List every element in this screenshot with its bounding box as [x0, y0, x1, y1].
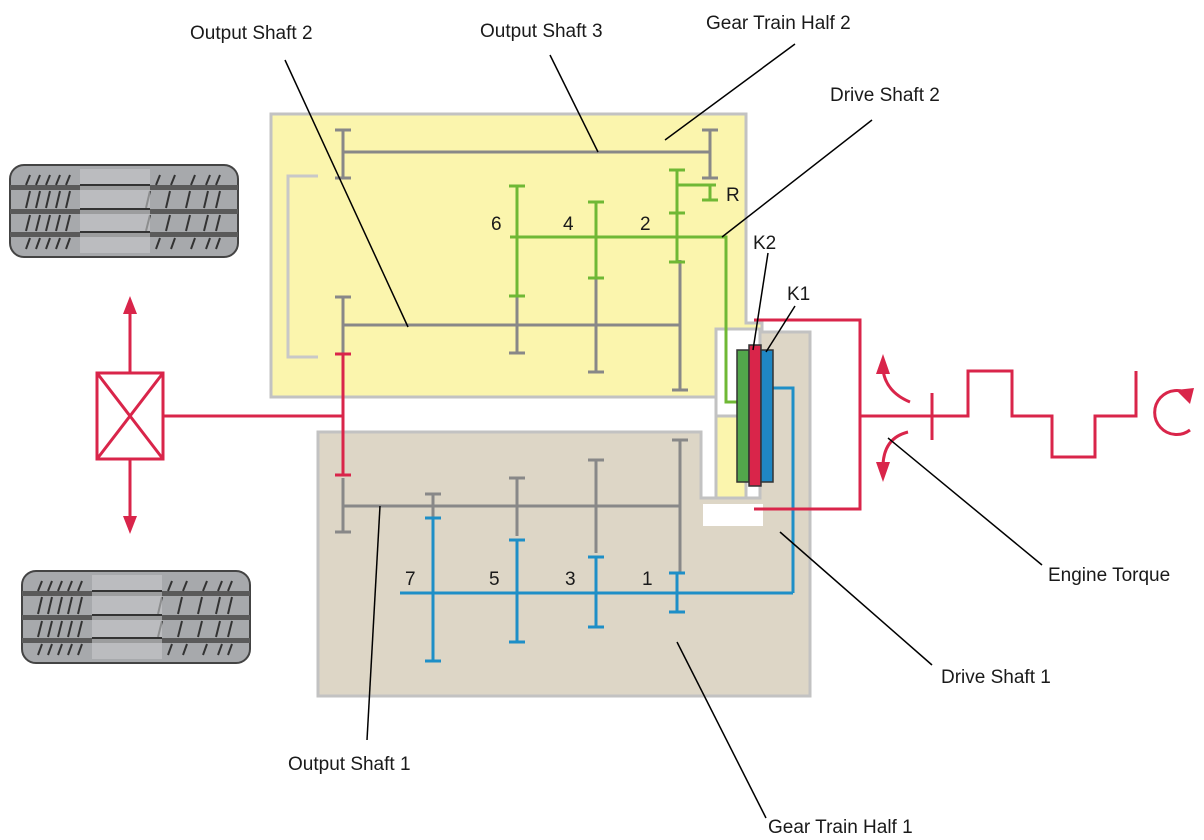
gear-label-3: 3 [565, 569, 576, 590]
clutch-k2-green [736, 349, 750, 483]
gear-label-5: 5 [489, 569, 500, 590]
even-gear-train [509, 168, 740, 404]
label-drive-shaft-1: Drive Shaft 1 [941, 667, 1051, 688]
clutch-k2-red [748, 344, 762, 487]
gear-label-2: 2 [640, 214, 651, 235]
gear-label-r: R [726, 185, 740, 206]
label-drive-shaft-2: Drive Shaft 2 [830, 85, 940, 106]
rotation-arrow-icon [1153, 388, 1194, 436]
label-output-shaft-1: Output Shaft 1 [288, 754, 411, 775]
gear-label-7: 7 [405, 569, 416, 590]
label-output-shaft-3: Output Shaft 3 [480, 21, 603, 42]
clutch-k1-blue [760, 349, 774, 483]
odd-gear-train [400, 386, 795, 663]
label-gear-train-half-1: Gear Train Half 1 [768, 817, 913, 838]
leader-lines [284, 43, 1043, 819]
gear-teeth [335, 128, 718, 534]
arrow-up-icon [123, 296, 137, 314]
label-k2: K2 [753, 233, 777, 254]
label-gear-train-half-2: Gear Train Half 2 [706, 13, 851, 34]
output-shafts [286, 130, 712, 573]
gear-label-4: 4 [563, 214, 574, 235]
label-k1: K1 [787, 284, 811, 305]
label-output-shaft-2: Output Shaft 2 [190, 23, 313, 44]
housing-gap [703, 504, 763, 526]
engine-arrow-up-icon [876, 354, 890, 374]
gear-label-6: 6 [491, 214, 502, 235]
final-drive [163, 318, 932, 511]
label-engine-torque: Engine Torque [1048, 565, 1171, 586]
gear-train-half-1-housing [316, 330, 812, 698]
tire-icon [9, 164, 239, 258]
differential-icon [95, 308, 165, 522]
engine-arrow-down-icon [876, 462, 890, 482]
arrow-down-icon [123, 516, 137, 534]
tire-icon [21, 570, 251, 664]
gear-label-1: 1 [642, 569, 653, 590]
